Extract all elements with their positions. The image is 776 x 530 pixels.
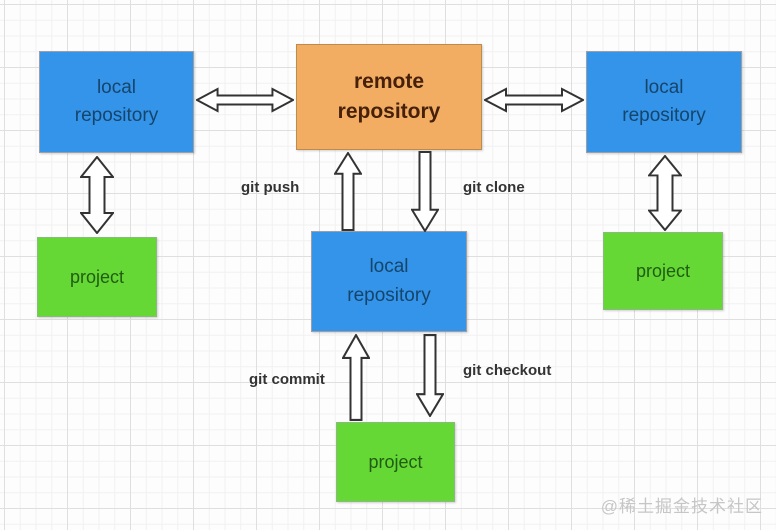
label-git-clone: git clone [463,179,525,196]
node-project-left: project [37,237,157,317]
double-arrow-local-left-remote [196,87,294,113]
double-arrow-local-left-project-left [80,156,114,234]
node-project-right: project [603,232,723,310]
node-label: project [635,260,691,281]
node-label: project [69,266,125,287]
node-local-repository-top-right: local repository [586,51,742,153]
node-remote-repository: remote repository [296,44,482,150]
node-label: project [368,451,423,472]
double-arrow-local-right-project-right [648,155,682,231]
node-label: remote repository [337,69,441,123]
node-local-repository-top-left: local repository [39,51,194,153]
arrow-git-clone [411,151,439,232]
arrow-git-commit [342,334,370,421]
watermark: @稀土掘金技术社区 [600,497,763,516]
label-git-commit: git commit [249,371,325,388]
label-git-checkout: git checkout [463,362,552,379]
double-arrow-remote-local-right [484,87,584,113]
arrow-git-checkout [416,334,444,417]
node-label: local repository [347,256,431,306]
node-label: local repository [622,76,706,127]
node-label: local repository [74,76,159,127]
node-local-repository-center: local repository [311,231,467,332]
node-project-bottom: project [336,422,455,502]
label-git-push: git push [241,179,300,196]
arrow-git-push [334,152,362,231]
